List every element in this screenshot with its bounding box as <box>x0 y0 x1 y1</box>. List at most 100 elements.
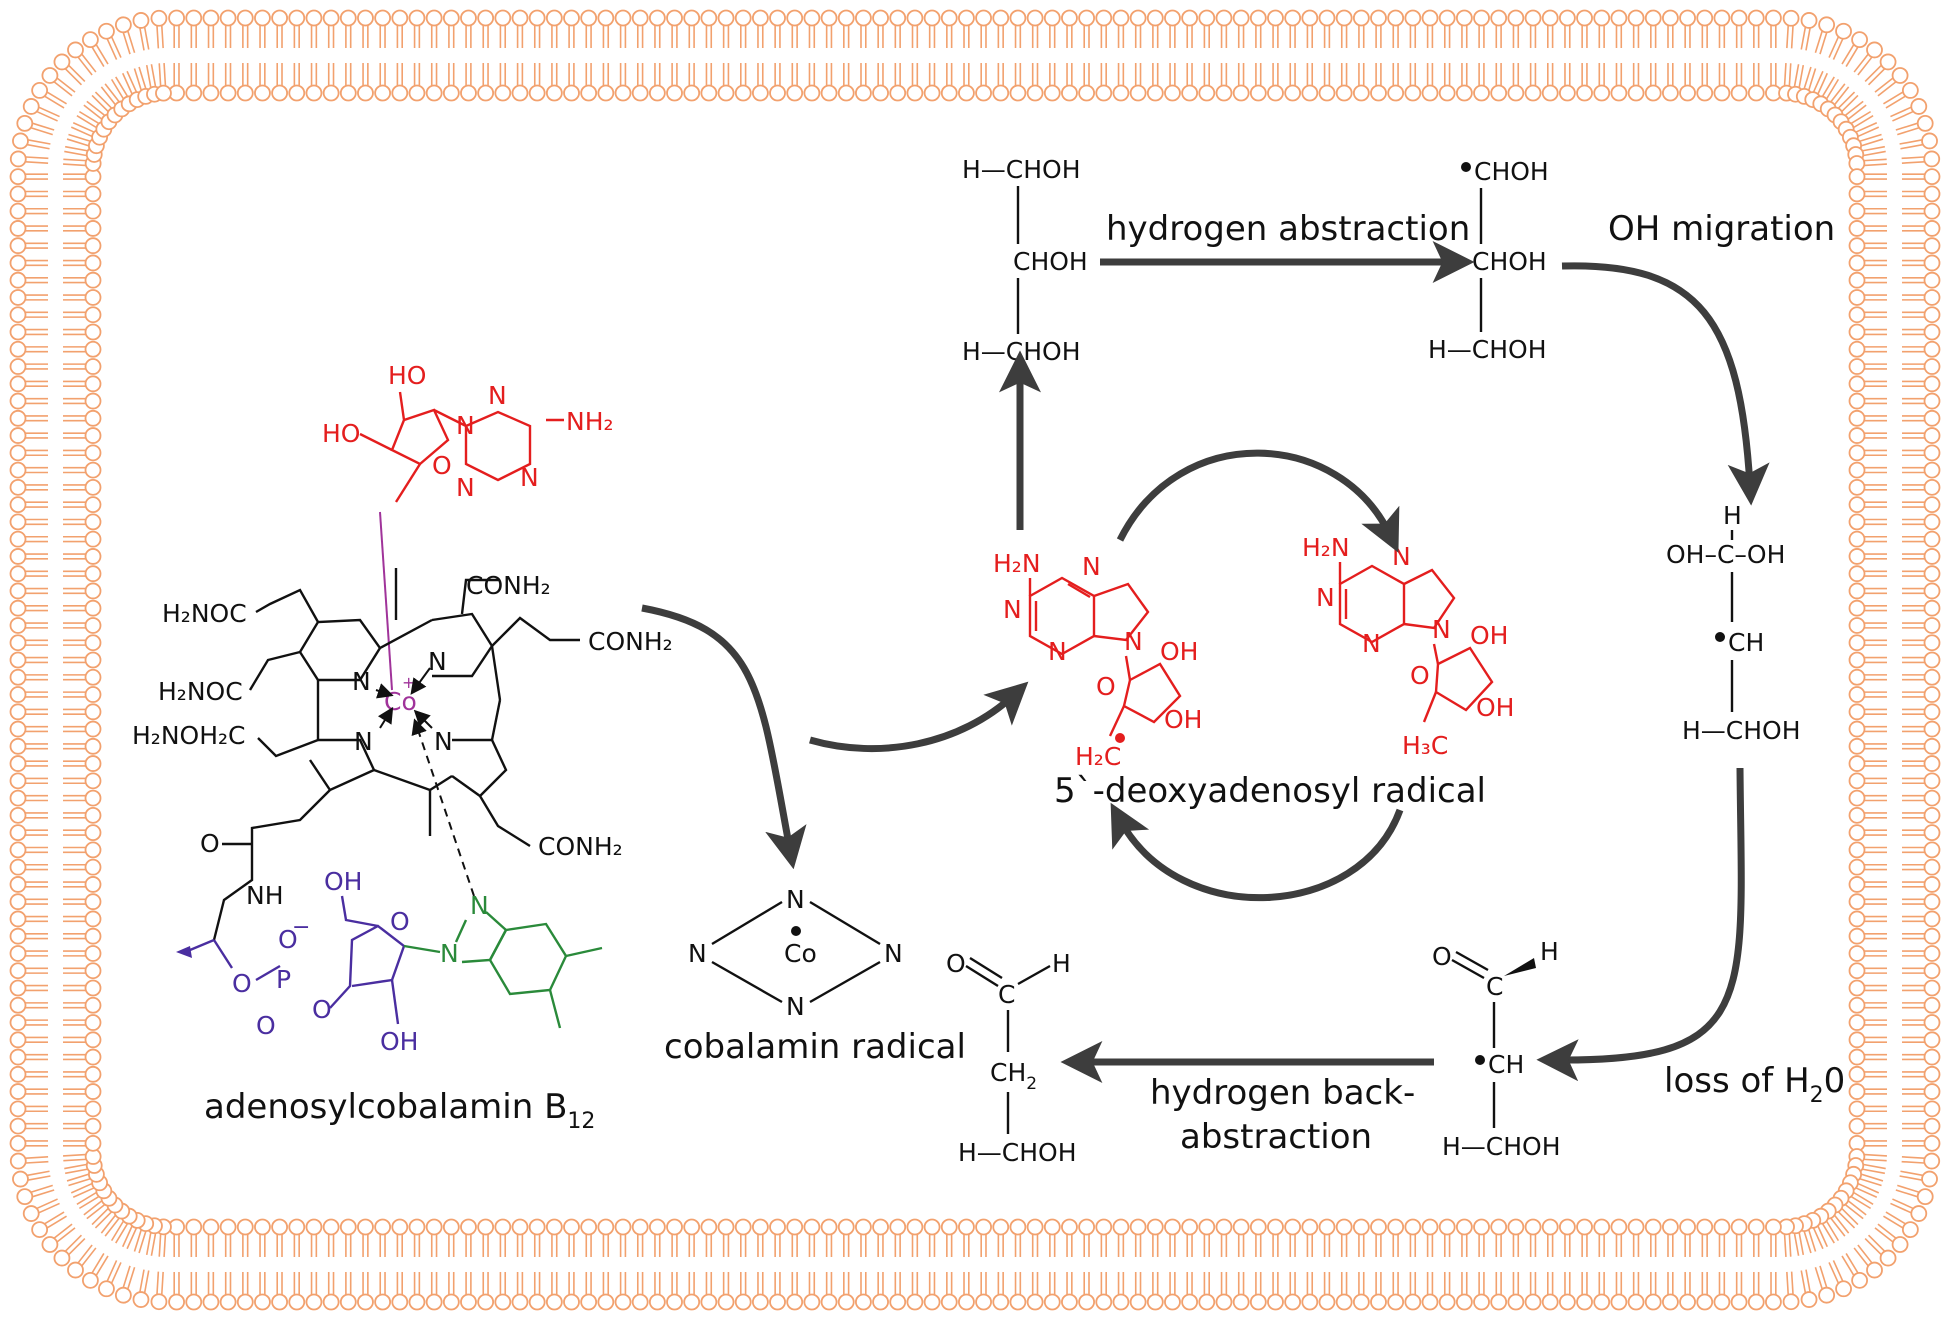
lipid-head <box>666 84 683 102</box>
lipid-head <box>1848 254 1866 272</box>
lipid-head <box>271 1218 289 1236</box>
lipid-head <box>84 548 102 565</box>
lipid-head <box>683 9 701 27</box>
radical-glycerol-c1: CHOH <box>1474 157 1549 186</box>
lipid-head <box>786 84 804 102</box>
lipid-head <box>1848 927 1866 945</box>
lipid-head <box>84 668 102 686</box>
lipid-head <box>1800 1291 1818 1308</box>
lipid-head <box>9 910 27 928</box>
lipid-head <box>1524 84 1542 102</box>
label-cobalamin-radical: cobalamin radical <box>664 1027 966 1067</box>
lipid-head <box>1232 1293 1250 1311</box>
reaction-arrows <box>641 241 1770 1083</box>
radical-dot <box>791 926 801 936</box>
lipid-head <box>940 9 958 27</box>
lipid-tail <box>1821 1223 1835 1244</box>
lipid-tail <box>1877 81 1897 97</box>
aldehyde-c: C <box>1486 972 1503 1001</box>
lipid-head <box>9 582 27 600</box>
lipid-tail <box>139 1269 145 1292</box>
lipid-head <box>1923 617 1941 634</box>
lipid-head <box>769 9 786 27</box>
lipid-tail <box>1901 1156 1925 1160</box>
radical-dot <box>1461 162 1471 172</box>
lipid-head <box>580 9 598 27</box>
adenine-nh2: H₂N <box>993 549 1041 578</box>
lipid-head <box>1923 893 1941 911</box>
lipid-tail <box>1864 1153 1888 1157</box>
lipid-tail <box>77 56 93 76</box>
lipid-tail <box>126 70 138 93</box>
lipid-head <box>1848 375 1866 393</box>
lipid-tail <box>145 65 152 88</box>
lipid-head <box>1404 1218 1422 1236</box>
arrow-adenosyl-cycle-top <box>1116 449 1400 553</box>
lipid-tail <box>1803 1231 1812 1254</box>
lipid-head <box>1541 1218 1559 1236</box>
lipid-tail <box>1874 77 1894 93</box>
lipid-tail <box>44 95 65 109</box>
lipid-head <box>1026 1293 1044 1311</box>
lipid-head <box>12 132 29 150</box>
lipid-tail <box>110 1220 124 1242</box>
lipid-head <box>1576 1218 1593 1236</box>
lipid-head <box>408 1293 426 1311</box>
lipid-head <box>1129 84 1147 102</box>
lipid-tail <box>78 1196 100 1210</box>
lipid-head <box>1524 1218 1542 1236</box>
lipid-head <box>1490 9 1508 27</box>
lipid-head <box>1370 1218 1387 1236</box>
lipid-head <box>837 1218 855 1236</box>
lipid-head <box>84 358 102 375</box>
lipid-head <box>751 1293 769 1311</box>
lipid-head <box>12 1170 29 1188</box>
lipid-head <box>9 668 27 686</box>
lipid-tail <box>1864 1237 1882 1256</box>
lipid-head <box>53 1249 71 1267</box>
lipid-head <box>9 1031 27 1049</box>
gem-diol-ch: CH <box>1728 628 1764 657</box>
deoxyadenosine-structure: H₂N N N N N OH OH O H₃C <box>1302 533 1514 760</box>
lipid-tail <box>76 1191 97 1205</box>
lipid-tail <box>62 1153 86 1157</box>
lipid-head <box>132 12 150 29</box>
lipid-head <box>1507 1218 1525 1236</box>
lipid-head <box>84 582 102 600</box>
lipid-head <box>9 237 27 255</box>
lipid-head <box>1921 1170 1938 1188</box>
lipid-head <box>357 9 374 27</box>
lipid-tail <box>1814 1267 1823 1289</box>
aldehyde-c3: H—CHOH <box>1442 1132 1561 1161</box>
lipid-head <box>958 84 975 102</box>
lipid-head <box>9 358 27 375</box>
lipid-head <box>9 548 27 565</box>
lipid-head <box>84 962 102 980</box>
lipid-head <box>288 9 306 27</box>
lipid-head <box>1249 1218 1267 1236</box>
lipid-head <box>9 461 27 479</box>
lipid-head <box>98 1280 115 1298</box>
lipid-head <box>9 1083 27 1100</box>
side-chain-h2noc-a: H₂NOC <box>162 599 247 628</box>
lipid-head <box>614 1293 632 1311</box>
lipid-head <box>1921 132 1938 150</box>
lipid-head <box>1593 1218 1611 1236</box>
lipid-head <box>648 84 666 102</box>
lipid-head <box>614 9 632 27</box>
lipid-tail <box>44 1211 65 1225</box>
lipid-head <box>1507 1293 1525 1311</box>
lipid-head <box>1438 1218 1456 1236</box>
lipid-head <box>202 1293 220 1311</box>
lipid-tail <box>66 1173 89 1182</box>
lipid-head <box>1146 84 1164 102</box>
lipid-head <box>408 9 426 27</box>
lipid-head <box>219 9 237 27</box>
lipid-bilayer-membrane <box>9 9 1941 1311</box>
lipid-head <box>305 1293 323 1311</box>
lipid-tail <box>104 1217 120 1237</box>
lipid-head <box>1848 565 1866 583</box>
lipid-tail <box>150 1233 157 1256</box>
lipid-head <box>9 220 27 237</box>
lipid-head <box>9 1014 27 1031</box>
